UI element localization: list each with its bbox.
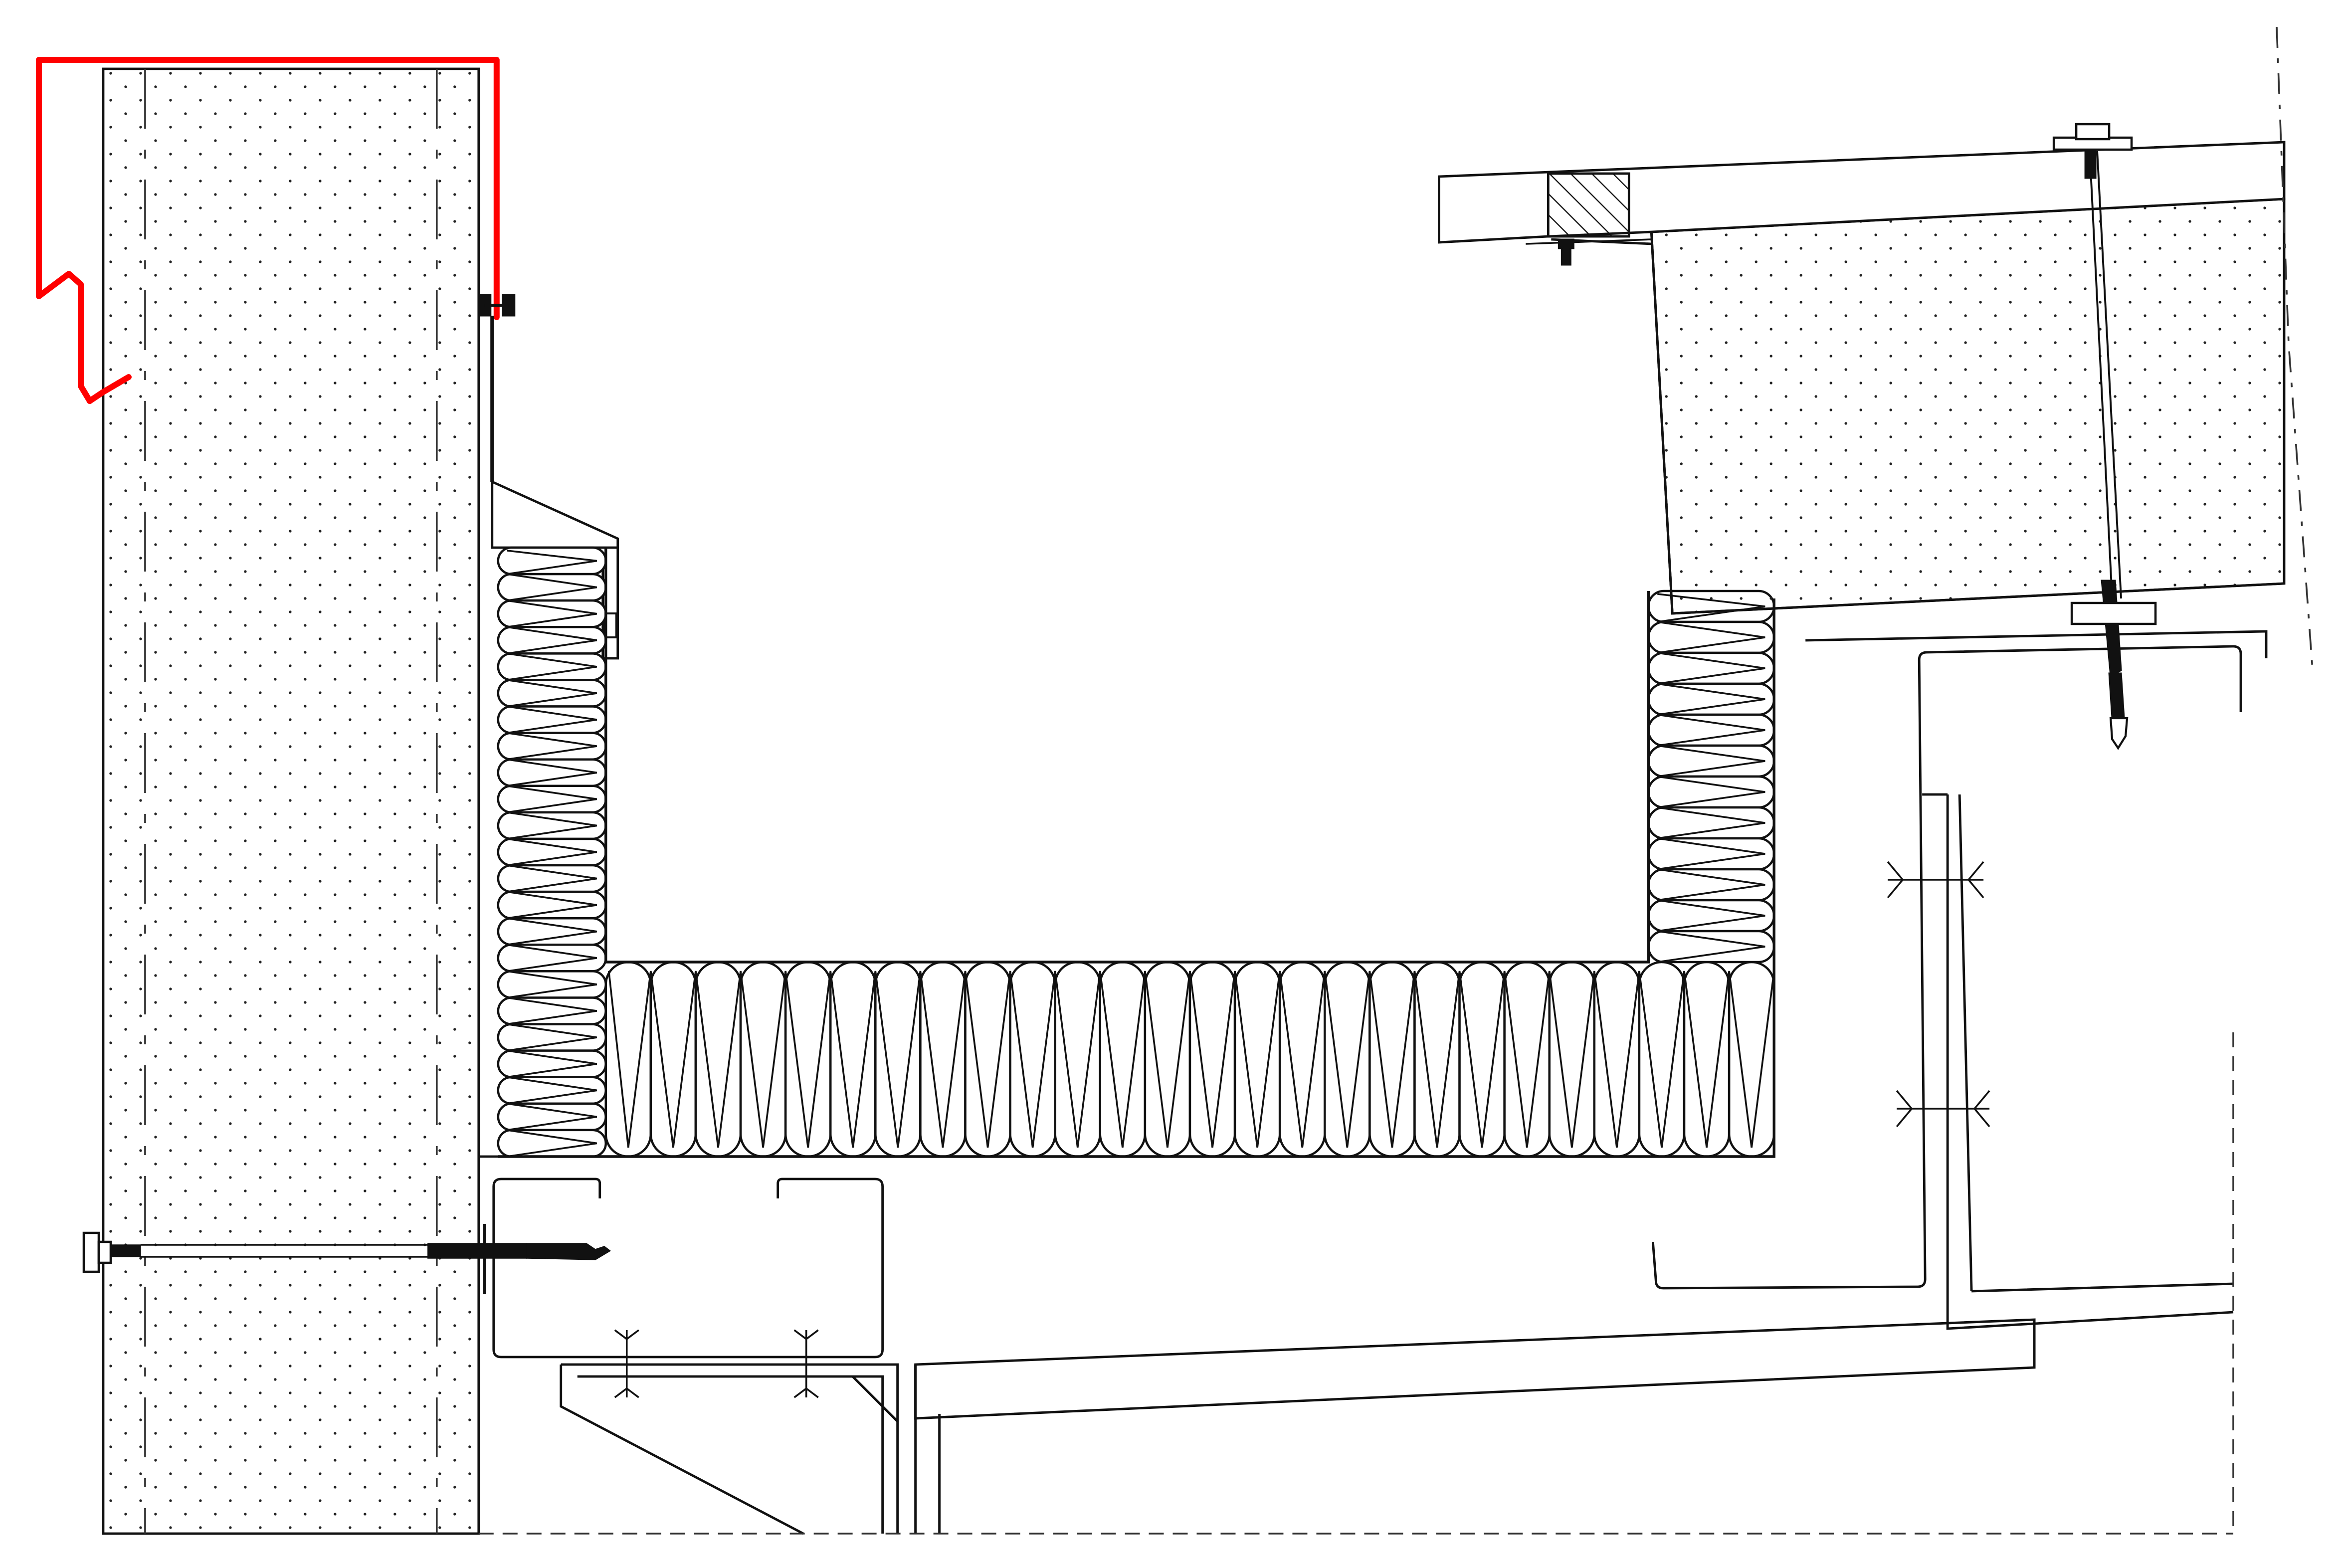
insulation-cell [1233,961,1281,1158]
lip-fixing-icon [1558,238,1574,266]
insulation-cell [1647,868,1775,902]
insulation-cell [497,732,607,761]
insulation-cell [497,970,607,999]
insulation-cell [1647,744,1775,778]
insulation-cell [497,705,607,734]
weld-mark [1973,1090,1990,1128]
weld-mark [793,1387,819,1398]
insulation-cell [497,652,607,681]
insulation-cell [694,961,742,1158]
insulation-cell [497,626,607,655]
insulation-zigzag [1657,593,1765,963]
insulation-cell [1188,961,1236,1158]
insulation-cell [497,758,607,787]
gutter-insulation-right [1647,589,1775,964]
insulation-cell [784,961,832,1158]
boundary-line-top-right [2276,26,2314,671]
lower-c-purlin-left [492,1177,884,1359]
insulation-cell [497,1023,607,1052]
insulation-cell [1413,961,1461,1158]
insulation-cell [497,573,607,602]
gutter-liner [498,548,1775,1158]
insulation-cell [1278,961,1326,1158]
insulation-zigzag [607,971,1775,1148]
insulation-cell [1503,961,1551,1158]
left-wall-panel [102,67,480,1535]
insulation-cell [829,961,877,1158]
red-capping-flashing [35,57,500,404]
insulation-cell [1099,961,1147,1158]
insulation-cell [497,784,607,814]
lower-angle-bracket [560,1363,941,1535]
insulation-cell [497,679,607,708]
insulation-cell [1647,806,1775,840]
insulation-cell [1647,620,1775,654]
wall-through-fastener [82,1224,611,1294]
insulation-cell [497,599,607,628]
insulation-cell [964,961,1011,1158]
flashing-rivet-icon [478,294,516,317]
weld-mark [1967,861,1984,899]
insulation-cell [497,917,607,946]
insulation-cell [1647,713,1775,747]
lower-sloping-sheet [914,1318,2036,1420]
weld-mark [614,1387,639,1398]
insulation-cell [497,890,607,920]
insulation-cell [497,996,607,1025]
insulation-cell [1144,961,1191,1158]
weld-mark [1887,861,1904,899]
insulation-cell [1728,961,1775,1158]
gutter-insulation-bottom [604,961,1775,1158]
insulation-cell [649,961,697,1158]
insulation-cell [1638,961,1686,1158]
insulation-cell [497,837,607,867]
roof-through-fastener [2052,123,2157,750]
insulation-cell [1054,961,1102,1158]
insulation-cell [497,864,607,893]
insulation-cell [1324,961,1371,1158]
insulation-cell [1647,775,1775,809]
panel-bottom-skin [1672,582,2285,615]
insulation-cell [919,961,967,1158]
insulation-cell [1647,651,1775,685]
insulation-cell [1647,682,1775,716]
insulation-cell [497,944,607,973]
weld-symbols [614,861,1990,1398]
gutter-insulation-left [497,546,607,1158]
weld-mark [614,1329,639,1341]
insulation-cell [1647,899,1775,933]
insulation-cell [497,1129,607,1158]
insulation-cell [1458,961,1506,1158]
timber-spacer-block [1547,172,1630,238]
insulation-cell [874,961,922,1158]
insulation-cell [1009,961,1056,1158]
insulation-cell [604,961,652,1158]
insulation-cell [497,1049,607,1078]
insulation-cell [497,1076,607,1105]
insulation-cell [497,1102,607,1132]
weld-mark [793,1329,819,1341]
insulation-cell [1683,961,1731,1158]
bracket-clip [603,612,617,638]
insulation-zigzag [507,550,597,1158]
insulation-cell [1368,961,1416,1158]
insulation-cell [1647,837,1775,871]
insulation-cell [1548,961,1596,1158]
insulation-cell [1647,930,1775,964]
roof-sandwich-panel [1437,141,2286,615]
insulation-cell [739,961,787,1158]
insulation-cell [497,811,607,840]
flashing-hem [86,374,132,404]
weld-mark [1896,1090,1913,1128]
right-c-purlin [1651,630,2268,1330]
insulation-cell [1594,962,1639,1157]
